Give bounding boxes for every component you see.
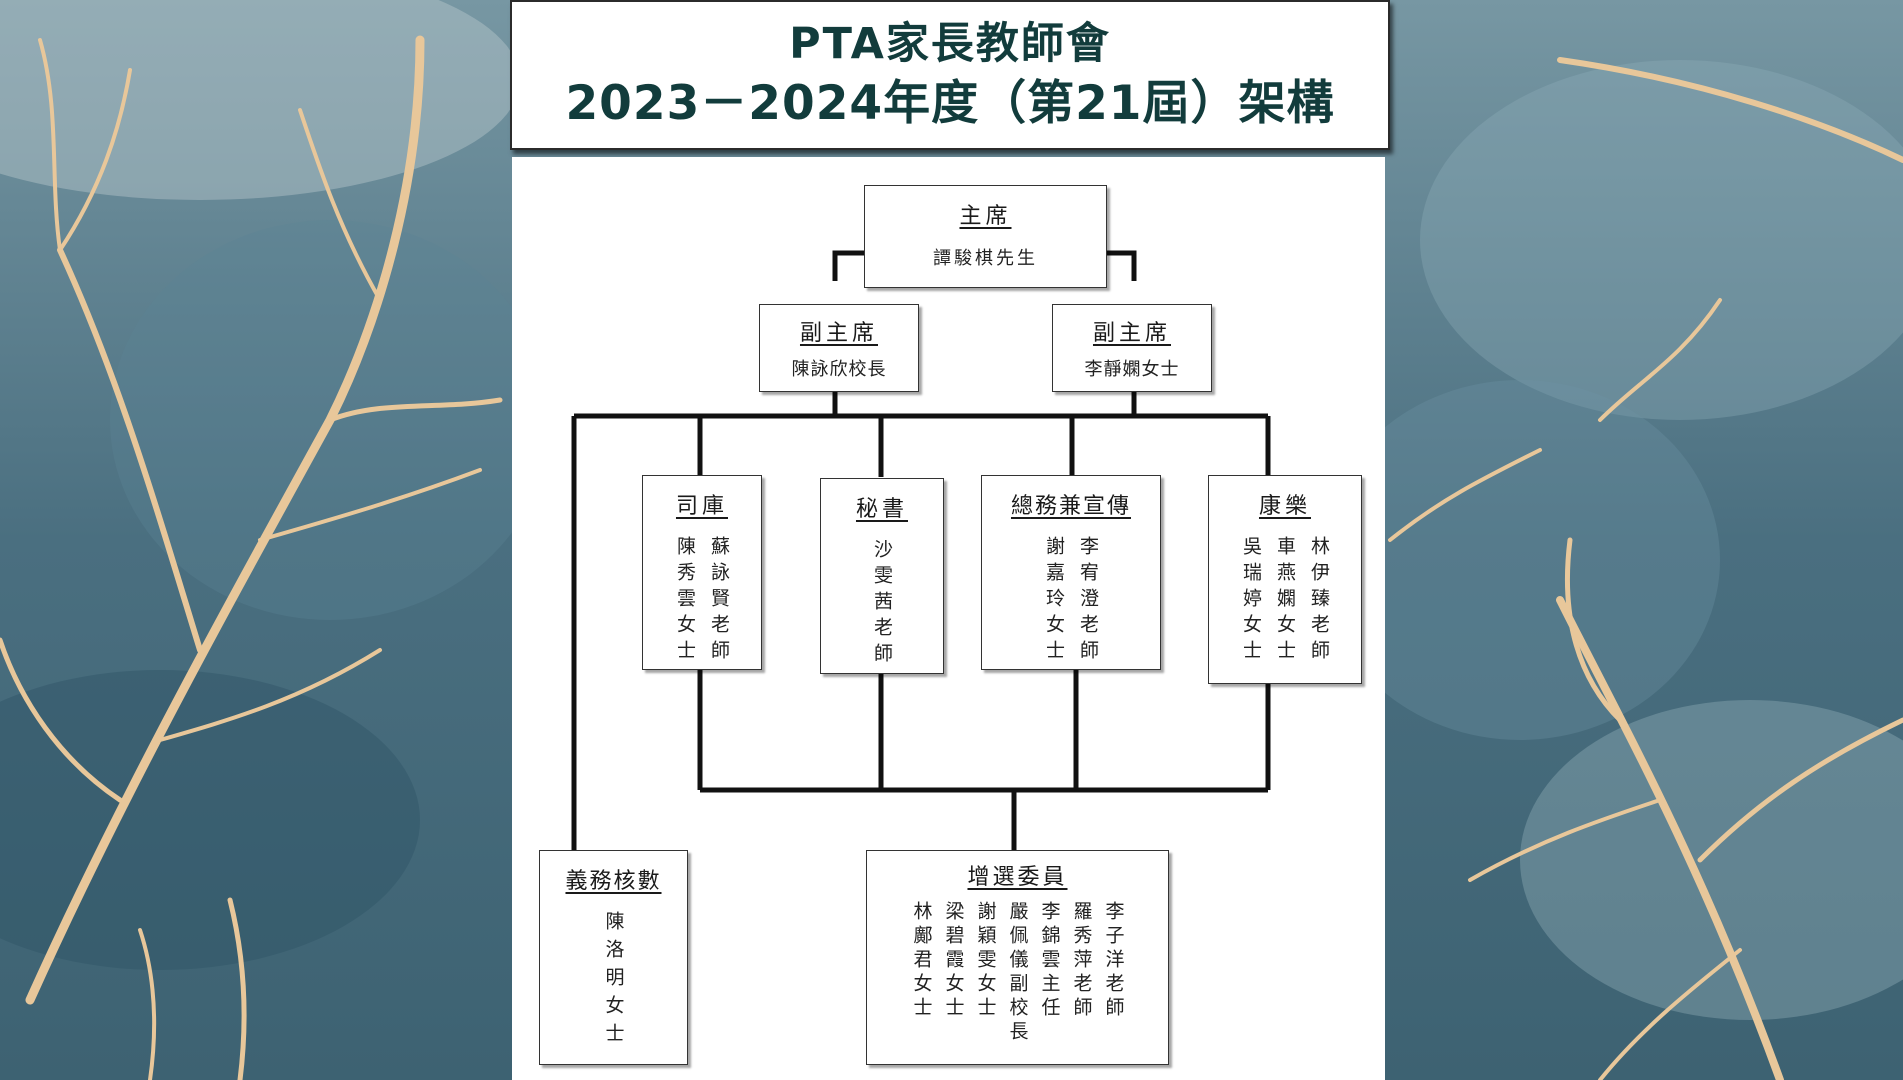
vice-chair-right-role: 副主席 bbox=[1092, 321, 1171, 346]
auditor-member-1: 陳洛明女士 bbox=[602, 911, 625, 1051]
general-affairs-member-2: 謝嘉玲女士 bbox=[1043, 536, 1065, 666]
title-line-1: PTA家長教師會 bbox=[789, 19, 1111, 69]
vice-chair-left-name: 陳詠欣校長 bbox=[791, 359, 887, 380]
org-chart-panel: 主席 譚駿棋先生 副主席 陳詠欣校長 副主席 李靜嫻女士 司庫 蘇詠賢老師 陳秀… bbox=[512, 157, 1385, 1080]
general-affairs-role: 總務兼宣傳 bbox=[1010, 494, 1131, 519]
title-banner: PTA家長教師會 2023－2024年度（第21屆）架構 bbox=[510, 0, 1390, 150]
vice-chair-left-role: 副主席 bbox=[799, 321, 878, 346]
vice-chair-right-name: 李靜嫻女士 bbox=[1084, 359, 1180, 380]
chairman-name: 譚駿棋先生 bbox=[933, 248, 1038, 269]
co-opted-member-3: 李錦雲主任 bbox=[1038, 901, 1061, 1021]
treasurer-member-1: 蘇詠賢老師 bbox=[708, 536, 730, 666]
recreation-member-1: 林伊臻老師 bbox=[1308, 536, 1330, 666]
treasurer-member-2: 陳秀雲女士 bbox=[674, 536, 696, 666]
auditor-box: 義務核數 陳洛明女士 bbox=[539, 850, 688, 1065]
recreation-member-2: 車燕嫻女士 bbox=[1274, 536, 1296, 666]
co-opted-member-5: 謝穎雯女士 bbox=[974, 901, 997, 1021]
treasurer-box: 司庫 蘇詠賢老師 陳秀雲女士 bbox=[642, 475, 762, 670]
recreation-role: 康樂 bbox=[1258, 494, 1311, 519]
secretary-box: 秘書 沙雯茜老師 bbox=[820, 478, 944, 674]
co-opted-box: 增選委員 李子洋老師 羅秀萍老師 李錦雲主任 嚴佩儀副校長 謝穎雯女士 梁碧霞女… bbox=[866, 850, 1169, 1065]
co-opted-role: 增選委員 bbox=[967, 865, 1068, 890]
title-line-2: 2023－2024年度（第21屆）架構 bbox=[565, 76, 1335, 131]
secretary-role: 秘書 bbox=[855, 497, 908, 522]
treasurer-role: 司庫 bbox=[675, 494, 728, 519]
co-opted-member-1: 李子洋老師 bbox=[1102, 901, 1125, 1021]
vice-chair-left-box: 副主席 陳詠欣校長 bbox=[759, 304, 919, 392]
vice-chair-right-box: 副主席 李靜嫻女士 bbox=[1052, 304, 1212, 392]
auditor-role: 義務核數 bbox=[565, 869, 662, 894]
general-affairs-box: 總務兼宣傳 李宥澄老師 謝嘉玲女士 bbox=[981, 475, 1161, 670]
co-opted-member-4: 嚴佩儀副校長 bbox=[1006, 901, 1029, 1045]
secretary-member-1: 沙雯茜老師 bbox=[871, 539, 893, 669]
co-opted-member-6: 梁碧霞女士 bbox=[942, 901, 965, 1021]
chairman-role: 主席 bbox=[959, 204, 1012, 229]
co-opted-member-7: 林鄺君女士 bbox=[910, 901, 933, 1021]
general-affairs-member-1: 李宥澄老師 bbox=[1077, 536, 1099, 666]
recreation-member-3: 吳瑞婷女士 bbox=[1240, 536, 1262, 666]
chairman-box: 主席 譚駿棋先生 bbox=[864, 185, 1107, 288]
recreation-box: 康樂 林伊臻老師 車燕嫻女士 吳瑞婷女士 bbox=[1208, 475, 1362, 684]
co-opted-member-2: 羅秀萍老師 bbox=[1070, 901, 1093, 1021]
